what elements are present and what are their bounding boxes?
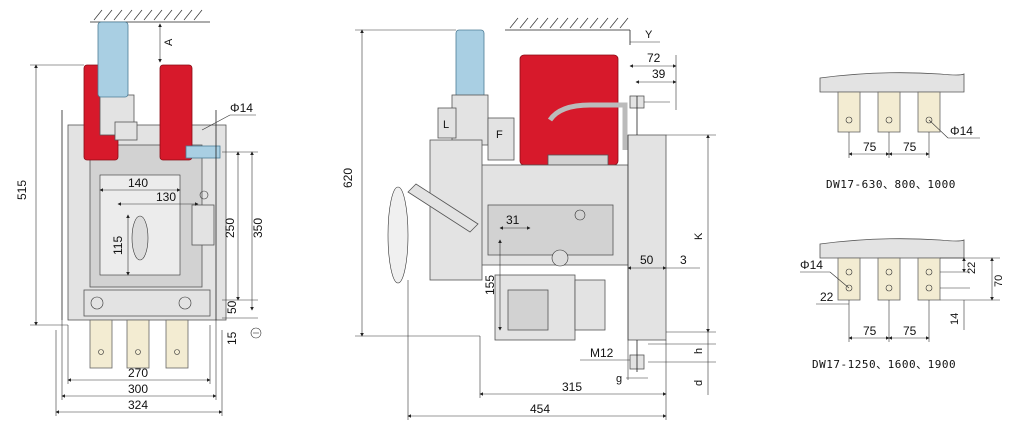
- side-dim-k: K: [693, 232, 705, 240]
- detail-bottom-dim-70: 70: [993, 275, 1005, 287]
- ground-icon: [250, 327, 262, 339]
- side-dim-315: 315: [562, 380, 582, 394]
- detail-bottom-terminal-3: [917, 257, 941, 301]
- front-dim-15: 15: [225, 331, 239, 345]
- side-back-plate: [627, 134, 667, 341]
- detail-top-dim-75b: 75: [903, 140, 917, 154]
- detail-bottom-dim-75b: 75: [903, 324, 917, 338]
- front-dim-515: 515: [15, 180, 29, 200]
- detail-top-terminal-2: [877, 91, 901, 133]
- side-dim-50: 50: [640, 253, 654, 267]
- detail-bottom-dim-22b: 22: [966, 262, 978, 274]
- front-dim-140: 140: [128, 176, 148, 190]
- front-dim-300: 300: [128, 382, 148, 396]
- side-dim-31: 31: [506, 213, 520, 227]
- side-label-l: L: [443, 119, 449, 131]
- front-red-arm-right: [159, 64, 193, 161]
- front-dim-115: 115: [111, 236, 125, 255]
- detail-bottom-bar: [819, 238, 965, 259]
- side-dim-g: g: [616, 373, 622, 385]
- front-view: A 515 140 130: [15, 9, 265, 416]
- ceiling-hatch-front: [90, 9, 210, 23]
- front-dim-hole: Φ14: [230, 101, 253, 115]
- front-blue-handle: [97, 21, 129, 98]
- detail-top-dim-hole: Φ14: [950, 124, 973, 138]
- side-crank-lever: [407, 183, 479, 233]
- detail-top: 75 75 Φ14 DW17-630、800、1000: [819, 72, 980, 191]
- side-dim-39: 39: [652, 67, 666, 81]
- detail-bottom-dim-14: 14: [949, 313, 961, 325]
- detail-top-caption: DW17-630、800、1000: [826, 178, 956, 191]
- detail-top-dim-75a: 75: [863, 140, 877, 154]
- side-dim-155: 155: [483, 275, 497, 295]
- front-terminal-2: [126, 319, 150, 369]
- side-dim-72: 72: [647, 51, 661, 65]
- detail-bottom-caption: DW17-1250、1600、1900: [812, 358, 956, 371]
- side-label-f: F: [496, 129, 503, 141]
- side-dim-620: 620: [341, 168, 355, 188]
- front-dim-130: 130: [156, 190, 176, 204]
- side-view: Y L F: [341, 17, 716, 420]
- side-dim-454: 454: [530, 402, 550, 416]
- detail-bottom: Φ14 22 75 75 22 70 14 DW17-1250、1600、190…: [800, 238, 1005, 371]
- detail-bottom-terminal-2: [877, 257, 901, 301]
- front-dim-250: 250: [223, 218, 237, 238]
- detail-top-bar: [819, 72, 965, 93]
- detail-top-terminal-3: [917, 91, 941, 133]
- side-dim-m12: M12: [590, 346, 614, 360]
- side-dim-h: h: [693, 348, 705, 354]
- detail-bottom-dim-75a: 75: [863, 324, 877, 338]
- front-dim-350: 350: [251, 218, 265, 238]
- side-blue-handle: [455, 29, 485, 99]
- front-dim-270: 270: [128, 366, 148, 380]
- front-terminal-strip: [185, 145, 221, 159]
- detail-bottom-dim-22a: 22: [820, 290, 834, 304]
- side-dim-y: Y: [645, 29, 653, 41]
- detail-bottom-terminal-1: [837, 257, 861, 301]
- ceiling-hatch-side: [505, 17, 631, 45]
- side-dim-d: d: [693, 380, 705, 386]
- front-dim-324: 324: [128, 398, 148, 412]
- front-dim-50: 50: [225, 300, 239, 314]
- detail-top-terminal-1: [837, 91, 861, 133]
- front-terminal-1: [89, 319, 113, 369]
- front-terminal-3: [165, 319, 189, 369]
- detail-bottom-dim-hole: Φ14: [800, 258, 823, 272]
- side-dim-3: 3: [680, 253, 687, 267]
- front-dim-a: A: [163, 38, 175, 46]
